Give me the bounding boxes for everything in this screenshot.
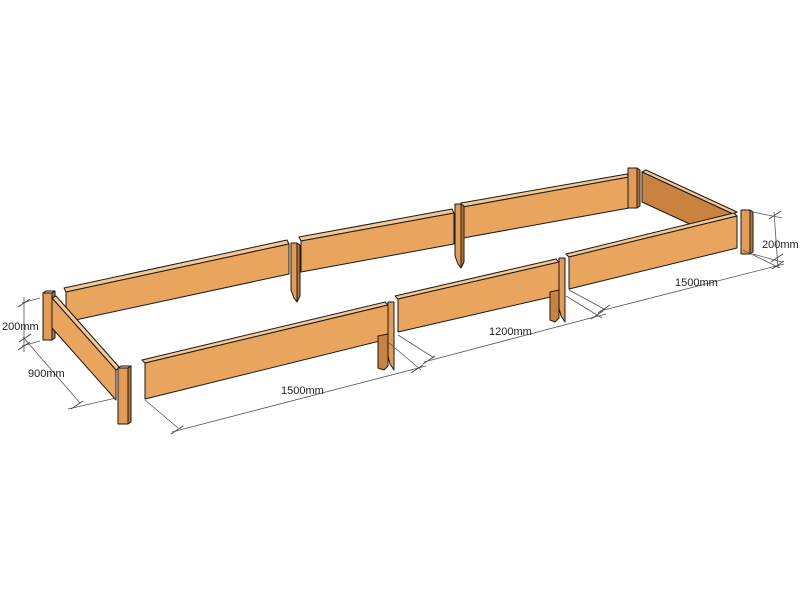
back-stake-middle-left bbox=[290, 242, 301, 303]
left-back-stake-face bbox=[42, 292, 53, 341]
dim-label-length-front-middle: 1200mm bbox=[489, 326, 532, 338]
dimension-length-front-middle: 1200mm bbox=[397, 295, 607, 365]
dim-label-width-left: 900mm bbox=[28, 368, 65, 380]
front-stake-ml-face bbox=[387, 301, 395, 371]
back-board-left bbox=[63, 239, 290, 323]
front-board-middle-face bbox=[397, 261, 560, 333]
back-board-middle bbox=[298, 208, 455, 273]
back-board-middle-face bbox=[300, 212, 455, 273]
left-front-stake-face bbox=[117, 367, 129, 425]
dimension-length-front-right: 1500mm bbox=[568, 249, 785, 314]
dimension-width-left: 900mm bbox=[18, 333, 117, 410]
back-stake-ml-side bbox=[296, 242, 301, 303]
front-stake-mr-face bbox=[558, 257, 566, 323]
left-front-stake bbox=[117, 365, 132, 425]
back-stake-ml-face bbox=[290, 242, 298, 303]
back-stake-right-side bbox=[636, 167, 641, 209]
front-stake-ml-side bbox=[377, 333, 389, 371]
front-stake-right-face bbox=[740, 209, 751, 255]
dim-label-height-right: 200mm bbox=[762, 239, 799, 251]
front-board-left bbox=[141, 301, 389, 400]
front-stake-mr-side bbox=[549, 289, 560, 323]
left-front-stake-side bbox=[127, 365, 132, 425]
dim-label-length-front-right: 1500mm bbox=[675, 277, 718, 289]
front-board-right-face bbox=[568, 215, 738, 290]
front-stake-right-side bbox=[749, 209, 754, 255]
front-board-middle bbox=[394, 258, 560, 333]
front-stake-middle-right bbox=[549, 257, 566, 323]
dimension-height-right: 200mm bbox=[752, 210, 799, 269]
left-end-board-face bbox=[51, 297, 117, 401]
back-stake-right bbox=[627, 167, 641, 209]
back-board-right-face bbox=[462, 176, 630, 239]
front-board-right bbox=[565, 212, 738, 290]
back-stake-middle-right bbox=[454, 203, 465, 269]
back-board-right bbox=[460, 173, 630, 239]
back-stake-mr-side bbox=[460, 203, 465, 269]
front-stake-right bbox=[740, 209, 754, 255]
back-stake-right-face bbox=[627, 167, 638, 209]
dim-label-length-front-left: 1500mm bbox=[281, 385, 324, 397]
back-stake-mr-face bbox=[454, 203, 462, 269]
dimension-length-front-left: 1500mm bbox=[144, 341, 427, 435]
dimension-height-left: 200mm bbox=[2, 297, 41, 352]
front-stake-middle-left bbox=[377, 301, 395, 371]
dim-label-height-left: 200mm bbox=[2, 321, 39, 333]
